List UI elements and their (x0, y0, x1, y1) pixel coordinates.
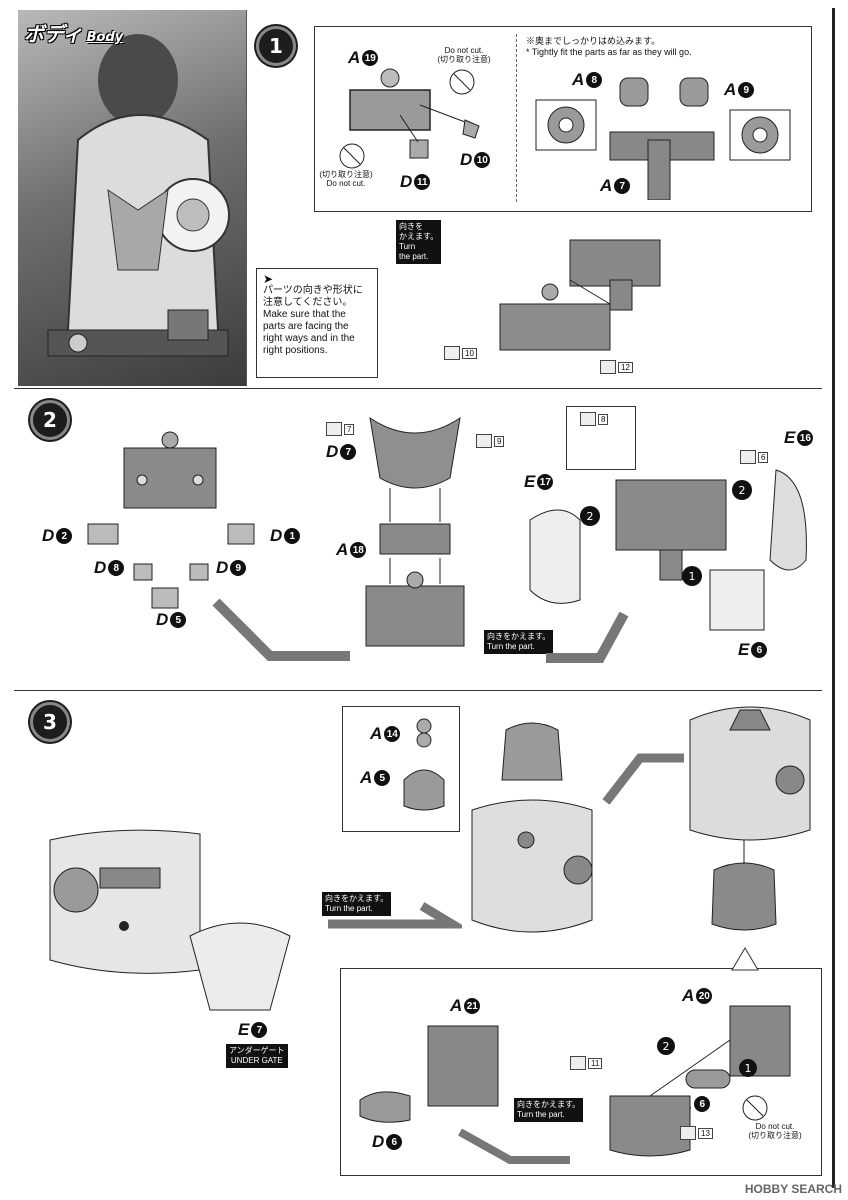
figure-illustration (47, 34, 230, 357)
nocut-note-step3: Do not cut. (切り取り注意) (740, 1122, 810, 1140)
step3-right-assembly (689, 706, 811, 931)
hero-photo (18, 10, 247, 386)
header-title: ボディ Body (24, 18, 123, 47)
a14-a5-inset-box (342, 706, 460, 832)
step-2-badge: 2 (30, 400, 70, 440)
e17-callout-box (566, 406, 636, 470)
step1-assembly (499, 239, 661, 351)
nocut-note-left: (切り取り注意) Do not cut. (316, 170, 376, 188)
title-en: Body (86, 30, 124, 45)
divider-step2-step3 (14, 690, 822, 691)
step3-flow-arrow-2 (602, 753, 684, 805)
step3-center-assembly (471, 722, 593, 933)
nocut-left-ja: (切り取り注意) (319, 170, 373, 179)
order-mark-2a: 2 (587, 510, 594, 523)
fit-note-ja: ※奥までしっかりはめ込みます。 (526, 36, 661, 46)
gate-6: 6 (740, 450, 769, 464)
order-mark-1b: 1 (745, 1062, 752, 1075)
step-3-badge: 3 (30, 702, 70, 742)
step1-inset-divider (516, 34, 517, 202)
step1-parts-a7-a8-a9 (535, 77, 791, 200)
sub-inset-pointer (731, 947, 759, 971)
step2-flow-arrow-1 (212, 598, 350, 661)
step2-flow-arrow-2 (546, 611, 629, 663)
orientation-note: ➤ パーツの向きや形状に 注意してください。 Make sure that th… (263, 272, 363, 356)
nocut-left-en: Do not cut. (326, 179, 366, 188)
a14-a5-parts (403, 718, 445, 811)
step2-base-part (123, 431, 217, 509)
turn-part-tag-step2: 向きをかえます。Turn the part. (484, 630, 554, 654)
divider-step1-step2 (14, 388, 822, 389)
gate-10: 10 (444, 346, 477, 360)
gate-8: 8 (580, 412, 609, 426)
fit-note-en: * Tightly fit the parts as far as they w… (526, 47, 692, 57)
sub-inset-parts: 2 1 (359, 1005, 791, 1164)
turn-part-tag-step3-b: 向きをかえます。Turn the part. (514, 1098, 584, 1122)
order-mark-2c: 2 (663, 1040, 670, 1053)
nocut-top-ja: (切り取り注意) (437, 55, 491, 64)
title-ja: ボディ (24, 22, 83, 46)
gate-12: 12 (600, 360, 633, 374)
fit-note: ※奥までしっかりはめ込みます。 * Tightly fit the parts … (526, 36, 806, 58)
order-mark-2b: 2 (739, 484, 746, 497)
step2-stack-assembly (365, 416, 465, 647)
step1-parts-a19 (339, 68, 480, 169)
page-frame (14, 8, 835, 1188)
order-mark-1: 1 (689, 570, 696, 583)
turn-part-tag-step3-a: 向きをかえます。Turn the part. (322, 892, 392, 916)
orientation-note-box: ➤ パーツの向きや形状に 注意してください。 Make sure that th… (256, 268, 378, 378)
nocut-step3-en: Do not cut. (755, 1122, 795, 1131)
gate-13: 13 (680, 1126, 713, 1140)
step2-small-parts (87, 523, 255, 609)
gate-9: 9 (476, 434, 505, 448)
gate-11: 11 (570, 1056, 603, 1070)
gate-7: 7 (326, 422, 355, 436)
step-1-badge: 1 (256, 26, 296, 66)
nocut-top-en: Do not cut. (444, 46, 484, 55)
watermark: HOBBY SEARCH (744, 1182, 842, 1196)
step3-left-assembly (49, 829, 291, 1011)
nocut-step3-ja: (切り取り注意) (748, 1131, 802, 1140)
step2-side-assembly: 2 2 1 (529, 469, 807, 631)
step3-flow-arrow-1 (328, 902, 462, 929)
nocut-note-top: Do not cut. (切り取り注意) (434, 46, 494, 64)
